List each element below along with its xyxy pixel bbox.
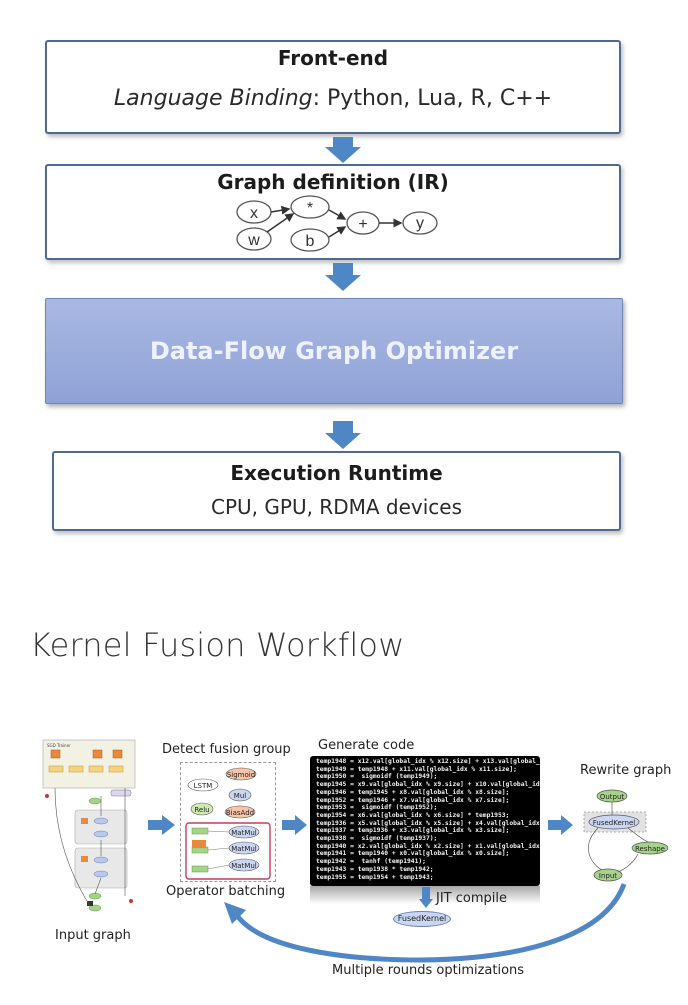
code-line: temp1955 = temp1954 + temp1943; (316, 873, 434, 881)
label-x: x (250, 205, 258, 222)
down-arrow-2 (325, 263, 361, 291)
fusion-group-drawing: LSTM Sigmoid Mul Relu BiasAdd MatMul Mat… (185, 767, 271, 880)
batching-label: Operator batching (166, 884, 286, 899)
code-line: temp1953 = sigmoidf (temp1952); (316, 804, 438, 812)
label-w: w (247, 232, 260, 249)
ir-graph: x w * b + y (236, 195, 438, 252)
code-line: temp1952 = temp1946 + x7.val[global_idx … (316, 796, 510, 804)
code-line: temp1943 = temp1938 * temp1942; (316, 865, 434, 873)
code-line: temp1937 = temp1936 + x3.val[global_idx … (316, 827, 510, 835)
code-line: temp1954 = x6.val[global_idx % x6.size] … (316, 811, 510, 819)
rewrite-graph-drawing: Output FusedKernel Reshape Input (583, 789, 669, 882)
rewrite-label: Rewrite graph (580, 763, 672, 778)
input-graph-label: Input graph (55, 928, 131, 943)
binding-langs: : Python, Lua, R, C++ (312, 86, 553, 111)
fusion-node-matmul-3: MatMul (231, 862, 257, 870)
fusion-node-sigmoid: Sigmoid (227, 771, 255, 779)
graph-definition-box: Graph definition (IR) x w * b + (45, 164, 621, 260)
workflow-arrow-3 (548, 815, 573, 835)
runtime-devices: CPU, GPU, RDMA devices (211, 495, 462, 519)
input-graph-thumbnail: SGD Trainer (35, 736, 140, 914)
optimizer-box: Data-Flow Graph Optimizer (45, 298, 623, 404)
code-line: temp1950 = sigmoidf (temp1949); (316, 773, 438, 781)
down-arrow-1 (325, 137, 361, 163)
generate-label: Generate code (318, 738, 415, 753)
code-line: temp1949 = temp1948 + x11.val[global_idx… (316, 765, 517, 773)
fusion-group-box (180, 762, 276, 882)
feedback-loop-arrow (224, 883, 627, 963)
runtime-box: Execution Runtime CPU, GPU, RDMA devices (52, 451, 621, 531)
rewrite-node-output: Output (600, 793, 625, 801)
frontend-title: Front-end (277, 46, 389, 70)
down-arrow-3 (325, 421, 361, 449)
svg-text:SGD Trainer: SGD Trainer (47, 743, 71, 748)
node-y (402, 211, 438, 235)
code-line: temp1948 = x12.val[global_idx % x12.size… (316, 758, 540, 765)
rewrite-node-reshape: Reshape (635, 845, 665, 853)
binding-label: Language Binding (113, 86, 313, 111)
fusion-node-mul: Mul (234, 792, 246, 800)
rewrite-node-fusedkernel: FusedKernel (593, 819, 636, 827)
label-mul: * (307, 200, 313, 217)
fusion-node-matmul-2: MatMul (231, 845, 257, 853)
workflow-arrow-1 (148, 815, 175, 835)
node-w (236, 227, 272, 251)
frontend-box: Front-end Language Binding: Python, Lua,… (45, 40, 621, 134)
node-mul (290, 195, 330, 219)
code-line: temp1942 = tanhf (temp1941); (316, 858, 426, 866)
generated-code-panel: temp1948 = x12.val[global_idx % x12.size… (310, 756, 540, 886)
code-line: temp1940 = x2.val[global_idx % x2.size] … (316, 842, 540, 850)
workflow-heading: Kernel Fusion Workflow (30, 626, 405, 664)
fusion-node-biasadd: BiasAdd (226, 809, 254, 817)
jit-label: JIT compile (436, 891, 507, 906)
code-line: temp1946 = temp1945 + x8.val[global_idx … (316, 788, 510, 796)
label-add: + (358, 216, 367, 233)
optimizer-title: Data-Flow Graph Optimizer (149, 337, 519, 365)
rewrite-node-input: Input (599, 872, 617, 880)
fused-kernel-node: FusedKernel (393, 911, 451, 927)
rounds-label: Multiple rounds optimizations (332, 963, 525, 978)
frontend-languages: Language Binding: Python, Lua, R, C++ (47, 86, 619, 111)
label-y: y (416, 215, 424, 232)
code-line: temp1941 = temp1940 + x0.val[global_idx … (316, 850, 510, 858)
code-line: temp1938 = sigmoidf (temp1937); (316, 835, 438, 843)
node-b (290, 228, 330, 252)
label-b: b (306, 233, 315, 250)
workflow-arrow-2 (282, 815, 307, 835)
code-line: temp1936 = x5.val[global_idx % x5.size] … (316, 819, 540, 827)
jit-arrow (419, 887, 433, 908)
fusion-node-matmul-1: MatMul (231, 829, 257, 837)
detect-label: Detect fusion group (162, 742, 291, 757)
graph-definition-title: Graph definition (IR) (217, 170, 449, 194)
fusion-node-lstm: LSTM (194, 782, 213, 790)
fused-kernel-label: FusedKernel (397, 914, 447, 923)
code-lines: temp1948 = x12.val[global_idx % x12.size… (310, 756, 540, 881)
runtime-title: Execution Runtime (230, 461, 443, 485)
input-graph-drawing: SGD Trainer (42, 739, 136, 912)
fusion-node-relu: Relu (194, 806, 209, 814)
code-line: temp1945 = x9.val[global_idx % x9.size] … (316, 781, 540, 789)
